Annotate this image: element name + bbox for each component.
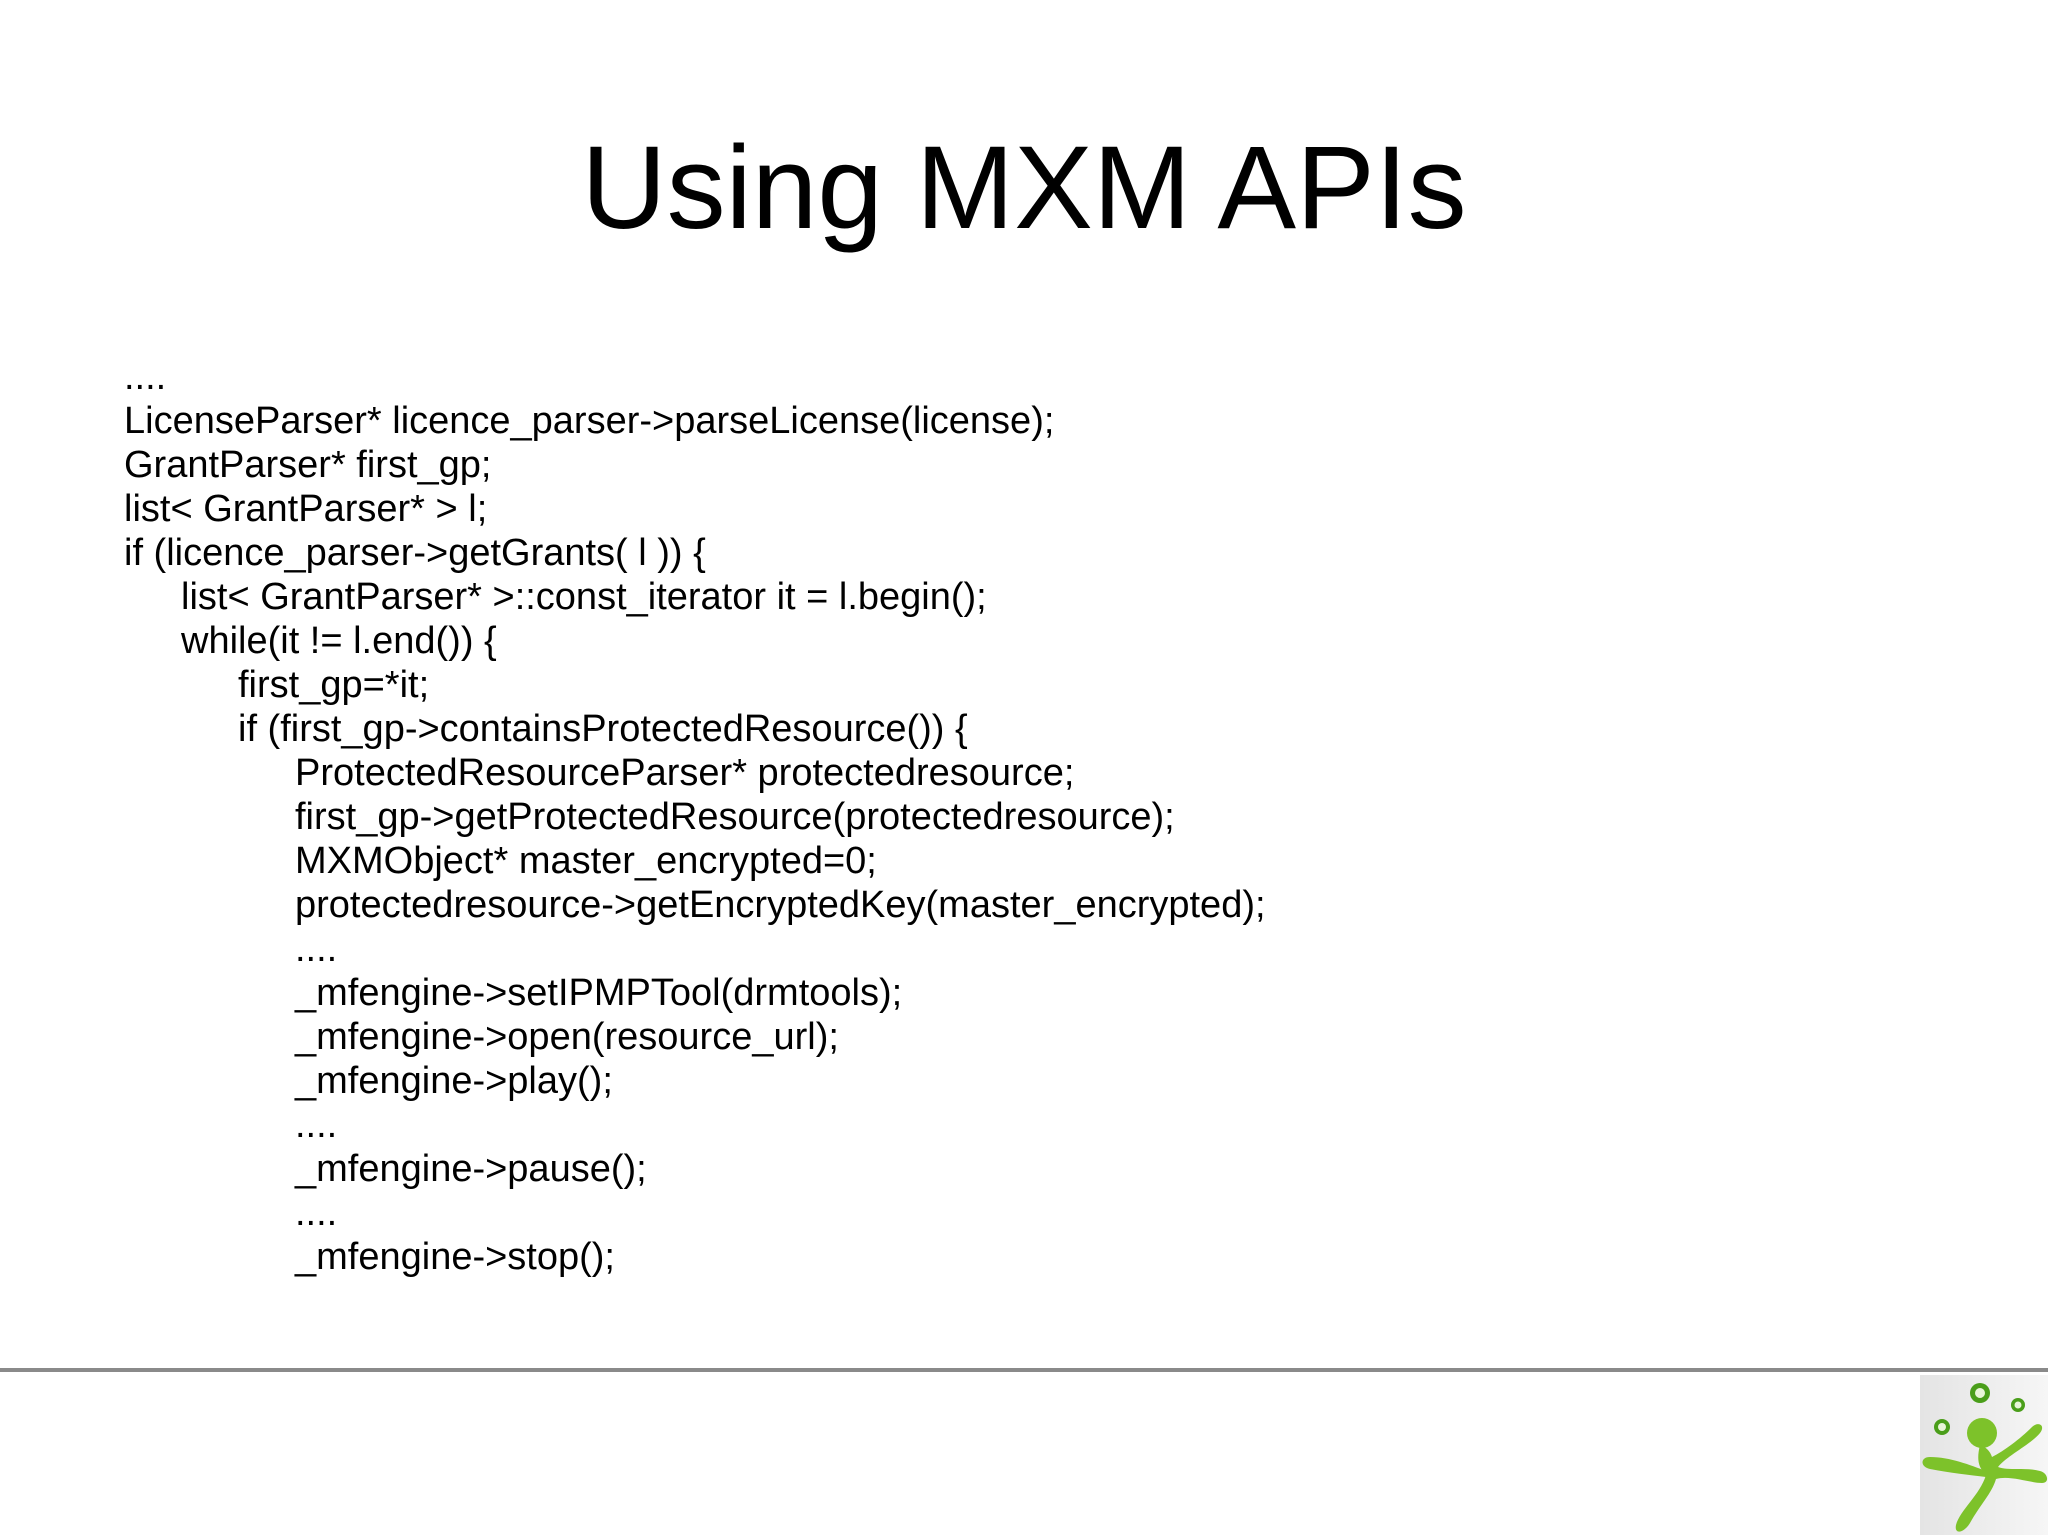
footer-divider: [0, 1368, 2048, 1372]
code-line: _mfengine->setIPMPTool(drmtools);: [295, 972, 903, 1014]
code-line: GrantParser* first_gp;: [124, 444, 492, 486]
code-line: list< GrantParser* > l;: [124, 488, 488, 530]
logo: [1920, 1375, 2048, 1535]
code-line: if (licence_parser->getGrants( l )) {: [124, 532, 706, 574]
code-line: list< GrantParser* >::const_iterator it …: [181, 576, 987, 618]
code-line: ....: [295, 928, 338, 970]
code-line: LicenseParser* licence_parser->parseLice…: [124, 400, 1055, 442]
code-line: _mfengine->stop();: [295, 1236, 615, 1278]
code-line: first_gp->getProtectedResource(protected…: [295, 796, 1175, 838]
code-line: ....: [295, 1104, 338, 1146]
code-line: _mfengine->play();: [295, 1060, 613, 1102]
code-line: if (first_gp->containsProtectedResource(…: [238, 708, 968, 750]
code-line: ProtectedResourceParser* protectedresour…: [295, 752, 1075, 794]
slide-title: Using MXM APIs: [581, 122, 1467, 254]
juggler-logo-icon: [1922, 1383, 2048, 1532]
code-line: protectedresource->getEncryptedKey(maste…: [295, 884, 1266, 926]
code-line: _mfengine->pause();: [295, 1148, 647, 1190]
code-line: ....: [124, 356, 167, 398]
code-line: first_gp=*it;: [238, 664, 430, 706]
code-line: while(it != l.end()) {: [181, 620, 497, 662]
code-block: ....LicenseParser* licence_parser->parse…: [124, 355, 1266, 1279]
code-line: MXMObject* master_encrypted=0;: [295, 840, 877, 882]
code-line: ....: [295, 1192, 338, 1234]
code-line: _mfengine->open(resource_url);: [295, 1016, 839, 1058]
